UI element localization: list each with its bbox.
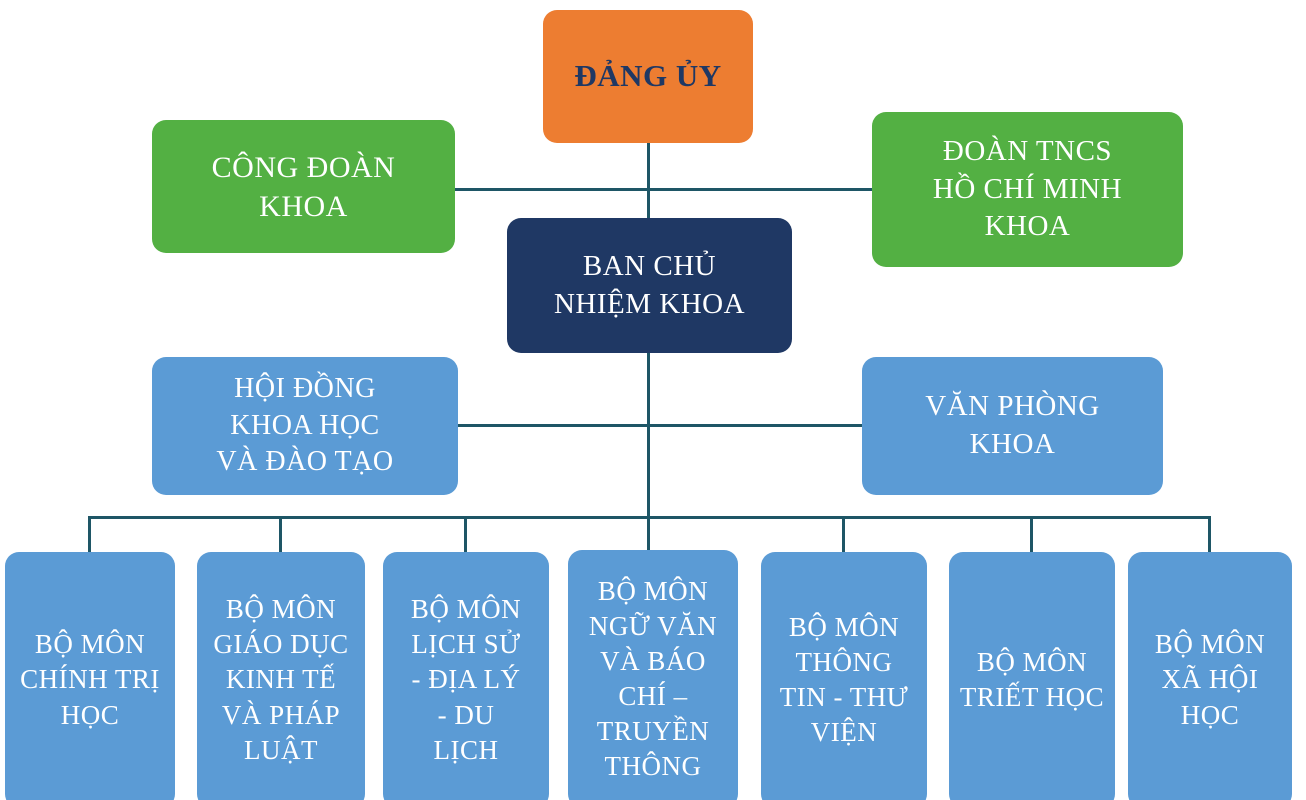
- department-label: BỘ MÔN THÔNG TIN - THƯ VIỆN: [779, 611, 909, 748]
- node-bo-mon-lich-su-dia-ly-du-lich: BỘ MÔN LỊCH SỬ - ĐỊA LÝ - DU LỊCH: [383, 552, 549, 800]
- connector-unions-horizontal: [455, 188, 873, 191]
- node-van-phong-khoa: VĂN PHÒNG KHOA: [862, 357, 1163, 495]
- department-label: BỘ MÔN TRIẾT HỌC: [959, 646, 1105, 712]
- node-doan-tncs-ho-chi-minh-khoa: ĐOÀN TNCS HỒ CHÍ MINH KHOA: [872, 112, 1183, 267]
- node-bo-mon-triet-hoc: BỘ MÔN TRIẾT HỌC: [949, 552, 1115, 800]
- node-dang-uy: ĐẢNG ỦY: [543, 10, 753, 143]
- connector-drop-6: [1030, 516, 1033, 556]
- node-bo-mon-chinh-tri-hoc: BỘ MÔN CHÍNH TRỊ HỌC: [5, 552, 175, 800]
- department-label: BỘ MÔN GIÁO DỤC KINH TẾ VÀ PHÁP LUẬT: [213, 594, 349, 765]
- node-ban-chu-nhiem-khoa: BAN CHỦ NHIỆM KHOA: [507, 218, 792, 353]
- node-ban-chu-nhiem-khoa-label: BAN CHỦ NHIỆM KHOA: [553, 249, 746, 320]
- department-label: BỘ MÔN CHÍNH TRỊ HỌC: [20, 629, 160, 730]
- node-bo-mon-xa-hoi-hoc: BỘ MÔN XÃ HỘI HỌC: [1128, 552, 1292, 800]
- node-cong-doan-khoa: CÔNG ĐOÀN KHOA: [152, 120, 455, 253]
- department-label: BỘ MÔN LỊCH SỬ - ĐỊA LÝ - DU LỊCH: [410, 594, 522, 765]
- node-van-phong-khoa-label: VĂN PHÒNG KHOA: [925, 390, 1100, 460]
- connector-drop-3: [464, 516, 467, 556]
- connector-drop-7: [1208, 516, 1211, 556]
- connector-drop-2: [279, 516, 282, 556]
- node-doan-tncs-label: ĐOÀN TNCS HỒ CHÍ MINH KHOA: [932, 134, 1123, 243]
- connector-departments-bus: [88, 516, 1211, 519]
- node-bo-mon-ngu-van-va-bao-chi-truyen-thong: BỘ MÔN NGỮ VĂN VÀ BÁO CHÍ – TRUYỀN THÔNG: [568, 550, 738, 800]
- node-bo-mon-thong-tin-thu-vien: BỘ MÔN THÔNG TIN - THƯ VIỆN: [761, 552, 927, 800]
- connector-dang-uy-to-ban-chu-nhiem: [647, 141, 650, 220]
- connector-drop-5: [842, 516, 845, 556]
- connector-councils-horizontal: [458, 424, 863, 427]
- node-hoi-dong-khoa-hoc-va-dao-tao: HỘI ĐỒNG KHOA HỌC VÀ ĐÀO TẠO: [152, 357, 458, 495]
- connector-trunk-middle: [647, 351, 650, 555]
- connector-drop-1: [88, 516, 91, 556]
- node-bo-mon-giao-duc-kinh-te-va-phap-luat: BỘ MÔN GIÁO DỤC KINH TẾ VÀ PHÁP LUẬT: [197, 552, 365, 800]
- node-hoi-dong-label: HỘI ĐỒNG KHOA HỌC VÀ ĐÀO TẠO: [216, 373, 394, 478]
- department-label: BỘ MÔN XÃ HỘI HỌC: [1154, 629, 1266, 730]
- department-label: BỘ MÔN NGỮ VĂN VÀ BÁO CHÍ – TRUYỀN THÔNG: [588, 575, 718, 782]
- node-cong-doan-khoa-label: CÔNG ĐOÀN KHOA: [211, 150, 396, 223]
- node-dang-uy-label: ĐẢNG ỦY: [574, 58, 722, 94]
